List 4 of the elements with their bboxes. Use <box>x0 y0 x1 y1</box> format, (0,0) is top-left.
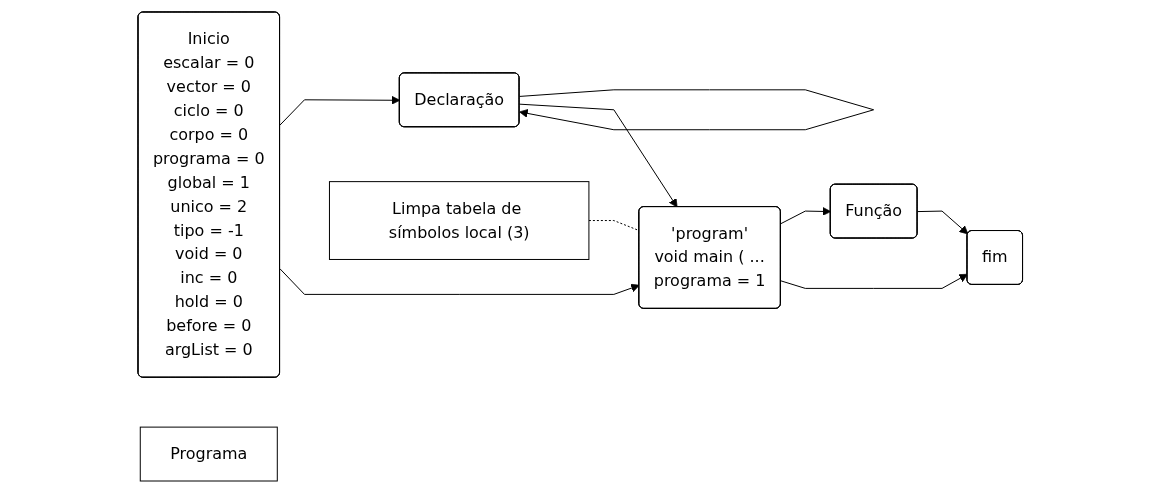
arrow <box>518 103 678 208</box>
node-box: Limpa tabela de símbolos local (3) <box>328 181 590 260</box>
connector <box>588 220 640 232</box>
node-box: Programa <box>139 426 278 482</box>
